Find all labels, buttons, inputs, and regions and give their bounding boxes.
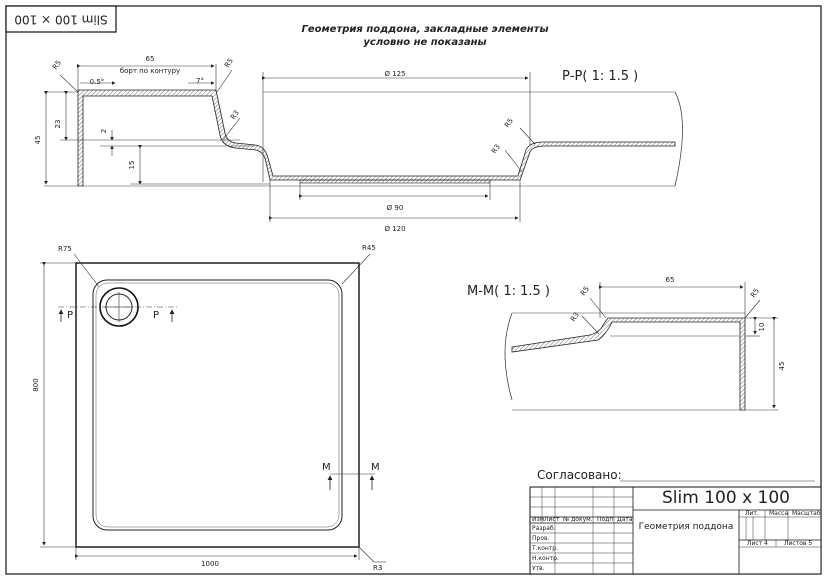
pp-dim-45: 45 — [34, 136, 42, 145]
massa-label: Масса — [769, 510, 788, 517]
mm-r5-b: R5 — [749, 287, 761, 299]
row-nkontr: Н.контр. — [532, 555, 559, 562]
row-prov: Пров. — [532, 535, 550, 542]
pp-dim-125: Ø 125 — [384, 70, 405, 78]
section-mm: 65 R5 R5 R3 10 45 М-М( 1: 1.5 ) — [467, 276, 786, 411]
note-line-1: Геометрия поддона, закладные элементы — [301, 24, 548, 35]
stamp-text: Slim 100 × 100 — [14, 13, 107, 27]
mm-dim-10: 10 — [758, 323, 766, 332]
plan-dim-1000: 1000 — [201, 560, 219, 568]
pp-r3-b: R3 — [490, 143, 502, 155]
plan-p-left: P — [67, 310, 73, 321]
row-razrab: Разраб. — [532, 525, 556, 532]
mm-r3: R3 — [569, 311, 581, 323]
plan-r3: R3 — [373, 564, 382, 572]
drawing-name: Slim 100 x 100 — [662, 488, 790, 508]
col-data: Дата — [617, 516, 633, 523]
pp-dim-15: 15 — [128, 161, 136, 170]
col-doc: № докум. — [563, 516, 593, 523]
pp-angle-05: 0.5° — [90, 78, 105, 86]
approved-label: Согласовано: — [537, 468, 622, 482]
col-izm: Изм — [532, 516, 544, 523]
plan-p-right: P — [153, 310, 159, 321]
pp-r3-a: R3 — [229, 109, 241, 121]
mm-dim-45: 45 — [778, 362, 786, 371]
pp-shell — [77, 89, 676, 187]
pp-dim-65-caption: борт по контуру — [120, 67, 180, 75]
mm-r5-a: R5 — [579, 285, 591, 297]
plan-view: P P M M R75 R45 R3 800 1000 — [32, 244, 386, 572]
mm-shell — [511, 317, 746, 411]
plan-dim-800: 800 — [32, 378, 40, 391]
pp-dim-23: 23 — [54, 120, 62, 129]
section-pp: 65 борт по контуру 0.5° 7° R5 R5 R3 R5 R… — [34, 55, 683, 233]
col-podp: Подп — [597, 516, 613, 523]
pp-dim-65: 65 — [146, 55, 155, 63]
col-list: Лист — [544, 516, 560, 523]
plan-r75: R75 — [58, 245, 72, 253]
mm-dim-65: 65 — [666, 276, 675, 284]
plan-inner — [92, 279, 343, 531]
masshtab-label: Масштаб — [792, 510, 821, 517]
pp-r5-top: R5 — [223, 57, 235, 69]
pp-title: Р-Р( 1: 1.5 ) — [562, 69, 638, 84]
pp-drain-plate — [299, 179, 491, 184]
sheet-frame — [5, 5, 822, 575]
pp-angle-7: 7° — [196, 77, 204, 85]
title-block: Согласовано: Изм Лист № докум. Подп Дата… — [529, 468, 822, 575]
row-tkontr: Т.контр. — [531, 545, 558, 552]
plan-m-left: M — [322, 462, 331, 473]
plan-r45: R45 — [362, 244, 376, 252]
stamp-box — [5, 5, 117, 33]
note-line-2: условно не показаны — [363, 37, 486, 48]
sheets-label: Листов 5 — [784, 540, 812, 547]
row-utv: Утв. — [532, 565, 545, 572]
mm-title: М-М( 1: 1.5 ) — [467, 284, 550, 299]
pp-dim-120: Ø 120 — [384, 225, 405, 233]
pp-dim-90: Ø 90 — [387, 204, 404, 212]
lit-label: Лит. — [745, 510, 759, 517]
drawing-subtitle: Геометрия поддона — [639, 522, 734, 532]
pp-break-right — [674, 91, 683, 187]
title-block-frame — [529, 486, 822, 575]
pp-r5-left: R5 — [51, 59, 63, 71]
plan-outer — [75, 262, 360, 548]
sheet-label: Лист 4 — [747, 540, 768, 547]
pp-dim-2: 2 — [100, 129, 108, 133]
pp-r5-right: R5 — [503, 117, 515, 129]
plan-m-right: M — [371, 462, 380, 473]
